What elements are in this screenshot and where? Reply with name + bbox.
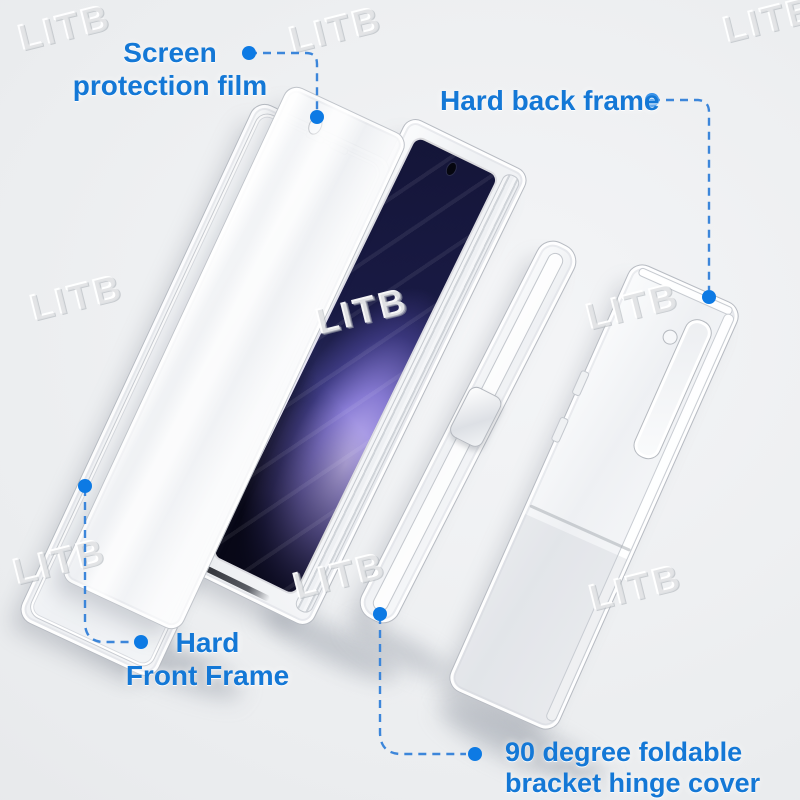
- label-hard-back-frame: Hard back frame: [440, 84, 680, 117]
- button-cutout: [571, 369, 591, 397]
- label-hinge-cover: 90 degree foldable bracket hinge cover: [505, 737, 785, 799]
- watermark: LITB: [719, 0, 800, 51]
- watermark: LITB: [285, 0, 387, 61]
- label-screen-protection-film: Screen protection film: [40, 36, 300, 102]
- label-line: bracket hinge cover: [505, 768, 761, 798]
- label-line: Front Frame: [125, 660, 290, 691]
- hard-back-frame: [444, 259, 744, 735]
- label-line: 90 degree foldable: [505, 737, 743, 767]
- camera-punch-hole: [443, 160, 460, 178]
- label-line: protection film: [72, 70, 268, 101]
- label-line: Hard back frame: [440, 85, 660, 116]
- label-line: Hard: [175, 627, 240, 658]
- back-frame-top-lip: [637, 266, 734, 317]
- label-hard-front-frame: Hard Front Frame: [95, 626, 320, 692]
- film-camera-hole: [305, 114, 326, 137]
- label-line: Screen: [123, 37, 217, 68]
- back-frame-lower-half: [449, 513, 628, 730]
- button-cutout: [550, 416, 570, 444]
- watermark: LITB: [26, 266, 128, 329]
